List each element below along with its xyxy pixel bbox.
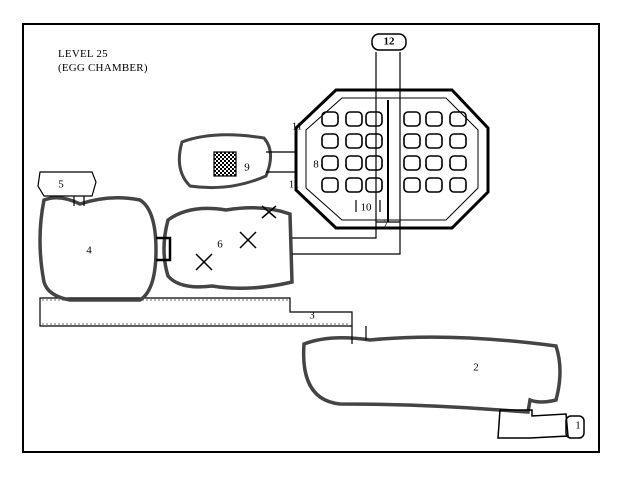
egg-cell	[449, 177, 467, 193]
egg-cell	[321, 111, 339, 127]
egg-cell	[449, 133, 467, 149]
room-1	[497, 409, 569, 439]
room-label-1: 1	[575, 419, 581, 432]
rubble-9	[213, 151, 237, 177]
egg-cell	[345, 155, 363, 171]
room-9	[177, 133, 272, 190]
room-label-9: 9	[244, 161, 250, 174]
egg-cell	[403, 111, 421, 127]
egg-chamber-inner	[305, 97, 479, 221]
room-label-2: 2	[473, 361, 479, 374]
passage-4-6	[156, 236, 172, 262]
passage-9-8	[266, 151, 296, 173]
room-6	[162, 206, 294, 290]
statue-markers	[195, 205, 277, 271]
egg-cell	[321, 155, 339, 171]
room-label-4: 4	[86, 244, 92, 257]
egg-cell	[365, 133, 383, 149]
egg-cell	[365, 177, 383, 193]
room-label-8: 8	[313, 158, 319, 171]
room-label-6: 6	[217, 238, 223, 251]
passage-3-2	[351, 326, 367, 344]
egg-cell	[425, 111, 443, 127]
egg-cell	[425, 133, 443, 149]
egg-cell	[403, 155, 421, 171]
room-label-10: 10	[360, 201, 372, 214]
room-label-3: 3	[309, 309, 315, 322]
egg-cell	[345, 133, 363, 149]
egg-cell	[403, 133, 421, 149]
chamber-10-mark	[355, 200, 381, 212]
map-frame	[22, 23, 600, 453]
egg-chamber	[294, 88, 490, 230]
map-title: LEVEL 25	[58, 48, 108, 60]
room-label-11-north: 11	[291, 120, 303, 133]
egg-cell	[449, 111, 467, 127]
corridor-3	[39, 297, 353, 327]
room-1-door	[565, 415, 585, 439]
egg-cell	[321, 177, 339, 193]
room-12	[371, 33, 407, 51]
egg-cell	[345, 111, 363, 127]
egg-cell	[365, 111, 383, 127]
egg-cell	[449, 155, 467, 171]
corridor-7-12	[375, 52, 401, 222]
room-label-5: 5	[58, 178, 64, 191]
room-4	[38, 196, 158, 302]
egg-cell	[365, 155, 383, 171]
egg-cells	[321, 111, 467, 193]
egg-cell	[321, 133, 339, 149]
room-2	[301, 335, 562, 414]
egg-cell	[425, 155, 443, 171]
passage-5-4	[73, 196, 85, 206]
room-label-12: 12	[383, 35, 395, 48]
room-5	[37, 171, 97, 197]
egg-cell	[425, 177, 443, 193]
egg-cell	[345, 177, 363, 193]
room-label-11-south: 11	[288, 178, 300, 191]
room-label-7: 7	[383, 217, 389, 230]
egg-cell	[403, 177, 421, 193]
map-subtitle: (EGG CHAMBER)	[58, 62, 148, 74]
